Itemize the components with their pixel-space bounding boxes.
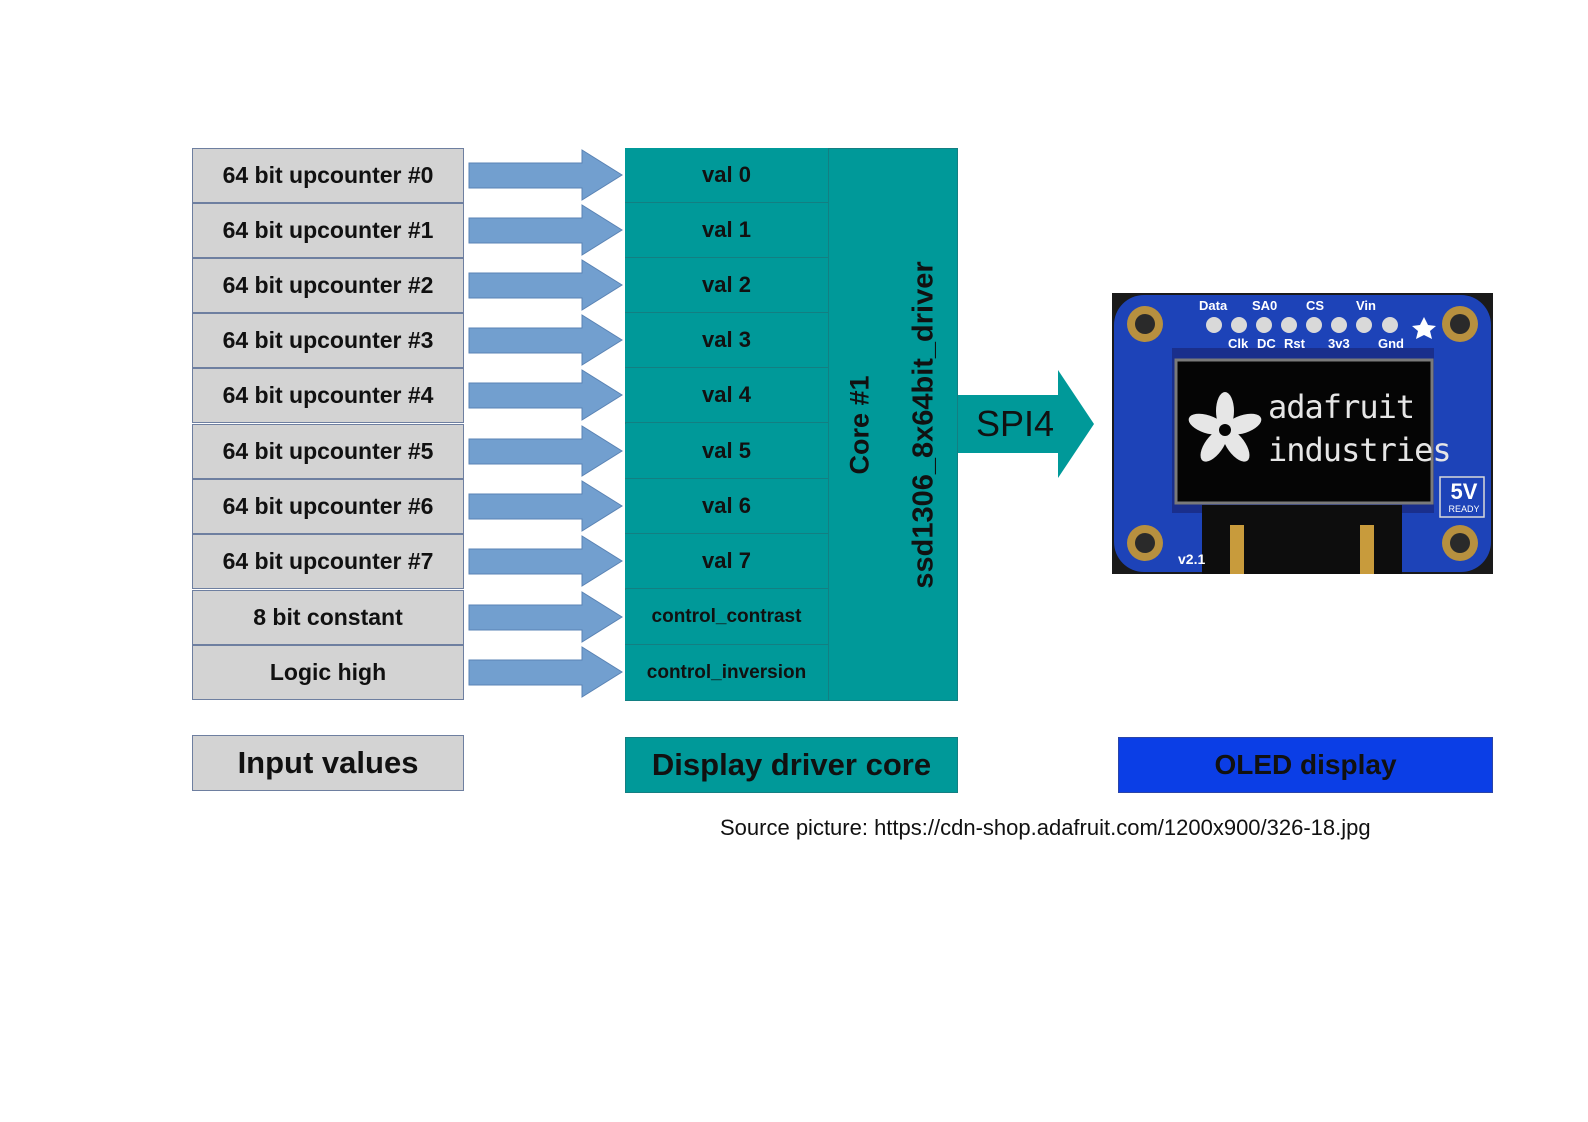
oled-board-image bbox=[1112, 293, 1493, 574]
arrow-right-icon bbox=[468, 369, 623, 421]
spi4-arrow-icon bbox=[958, 370, 1094, 478]
logo-text-line1: adafruit bbox=[1268, 388, 1415, 426]
input-constant: 8 bit constant bbox=[192, 590, 464, 645]
input-logic-high: Logic high bbox=[192, 645, 464, 700]
arrow-right-icon bbox=[468, 314, 623, 366]
core-divider bbox=[828, 148, 829, 701]
arrow-right-icon bbox=[468, 480, 623, 532]
legend-display-driver-core: Display driver core bbox=[625, 737, 958, 793]
arrow-right-icon bbox=[468, 535, 623, 587]
spi4-label: SPI4 bbox=[976, 403, 1055, 444]
mounting-hole-icon bbox=[1127, 306, 1478, 561]
pin-label-gnd: Gnd bbox=[1378, 336, 1404, 351]
source-caption: Source picture: https://cdn-shop.adafrui… bbox=[720, 815, 1371, 840]
input-counter-7: 64 bit upcounter #7 bbox=[192, 534, 464, 589]
flower-logo-icon bbox=[1188, 392, 1262, 462]
pin-label-data: Data bbox=[1199, 298, 1228, 313]
pin-label-sa0: SA0 bbox=[1252, 298, 1278, 313]
core-input-val-3: val 3 bbox=[625, 313, 828, 368]
arrow-right-icon bbox=[468, 425, 623, 477]
core-input-control-contrast: control_contrast bbox=[625, 590, 828, 645]
input-counter-4: 64 bit upcounter #4 bbox=[192, 368, 464, 423]
pin-label-3v3: 3v3 bbox=[1328, 336, 1350, 351]
input-counter-1: 64 bit upcounter #1 bbox=[192, 203, 464, 258]
core-input-val-7: val 7 bbox=[625, 534, 828, 589]
badge-ready: READY bbox=[1448, 504, 1480, 514]
core-input-control-inversion: control_inversion bbox=[625, 645, 828, 700]
board-version: v2.1 bbox=[1178, 551, 1206, 567]
pin-label-cs: CS bbox=[1306, 298, 1325, 313]
core-input-val-1: val 1 bbox=[625, 203, 828, 258]
arrow-right-icon bbox=[468, 149, 623, 201]
pin-label-dc: DC bbox=[1257, 336, 1276, 351]
legend-oled-display: OLED display bbox=[1118, 737, 1493, 793]
input-counter-3: 64 bit upcounter #3 bbox=[192, 313, 464, 368]
pin-label-rst: Rst bbox=[1284, 336, 1305, 351]
input-counter-0: 64 bit upcounter #0 bbox=[192, 148, 464, 203]
legend-input-values: Input values bbox=[192, 735, 464, 791]
core-label: Core #1 bbox=[844, 375, 875, 475]
arrow-right-icon bbox=[468, 646, 623, 698]
core-input-val-2: val 2 bbox=[625, 258, 828, 313]
badge-5v: 5V bbox=[1450, 479, 1478, 504]
input-counter-2: 64 bit upcounter #2 bbox=[192, 258, 464, 313]
pin-label-vin: Vin bbox=[1356, 298, 1376, 313]
logo-text-line2: industries bbox=[1268, 431, 1452, 469]
arrow-right-icon bbox=[468, 259, 623, 311]
core-input-val-6: val 6 bbox=[625, 479, 828, 534]
core-input-val-4: val 4 bbox=[625, 368, 828, 423]
core-input-val-0: val 0 bbox=[625, 148, 828, 203]
input-counter-5: 64 bit upcounter #5 bbox=[192, 424, 464, 479]
pin-label-clk: Clk bbox=[1228, 336, 1249, 351]
input-counter-6: 64 bit upcounter #6 bbox=[192, 479, 464, 534]
arrow-right-icon bbox=[468, 204, 623, 256]
core-input-val-5: val 5 bbox=[625, 424, 828, 479]
arrow-right-icon bbox=[468, 591, 623, 643]
driver-name: ssd1306_8x64bit_driver bbox=[907, 261, 940, 589]
